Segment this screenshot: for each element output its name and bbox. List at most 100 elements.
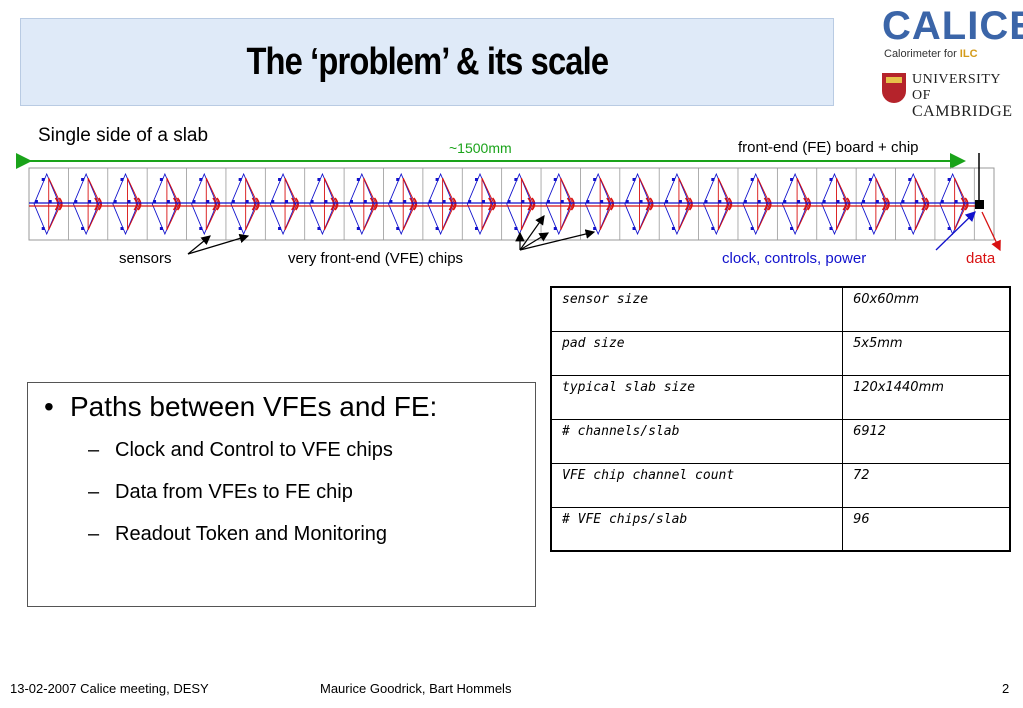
data-bracket <box>925 197 930 211</box>
vfe-chip <box>783 200 787 203</box>
calice-sub-prefix: Calorimeter for <box>884 48 960 60</box>
fe-chip <box>975 200 984 209</box>
cambridge-shield-icon <box>882 73 906 103</box>
calice-logo: CALICE Calorimeter for ILC <box>880 2 1023 64</box>
calice-sub-ilc: ILC <box>959 48 978 60</box>
sensor-pad-outline <box>860 172 887 236</box>
sensor-pad-outline <box>112 172 139 236</box>
vfe-pointer-3 <box>519 232 550 251</box>
vfe-chip <box>947 178 951 181</box>
sensor-pad-outline <box>230 172 257 236</box>
vfe-chip <box>356 178 360 181</box>
vfe-chip <box>120 178 124 181</box>
sensor-pointer-2 <box>187 233 250 255</box>
cambridge-logo: UNIVERSITY OF CAMBRIDGE <box>880 72 1020 120</box>
vfe-chip <box>940 200 944 203</box>
vfe-chip <box>836 200 840 203</box>
spec-value: 6912 <box>841 418 1011 464</box>
vfe-chip <box>908 227 912 230</box>
sensor-data-path <box>875 177 889 231</box>
data-bracket <box>763 197 768 211</box>
sensor-data-path <box>599 177 613 231</box>
vfe-chip <box>113 200 117 203</box>
data-bracket <box>803 197 808 211</box>
vfe-chip <box>875 200 879 203</box>
vfe-chip <box>81 227 85 230</box>
vfe-chip <box>192 200 196 203</box>
spec-key: sensor size <box>550 286 843 332</box>
vfe-chip <box>757 200 761 203</box>
sensor-pad-outline <box>348 172 375 236</box>
vfe-chip <box>153 200 157 203</box>
data-bracket <box>885 197 890 211</box>
vfe-chip <box>711 227 715 230</box>
spec-value: 60x60mm <box>841 286 1011 332</box>
sensor-pad-outline <box>585 172 612 236</box>
sensor-pad-outline <box>545 172 572 236</box>
vfe-chip <box>435 178 439 181</box>
vfe-chip <box>901 200 905 203</box>
vfe-chip <box>665 200 669 203</box>
vfe-chip <box>947 227 951 230</box>
vfe-chip <box>546 200 550 203</box>
data-bracket <box>531 197 536 211</box>
sensor-data-path <box>87 177 101 231</box>
data-label: data <box>966 250 996 267</box>
vfe-chip <box>632 178 636 181</box>
vfe-chip <box>553 227 557 230</box>
vfe-chip <box>829 227 833 230</box>
data-bracket <box>137 197 142 211</box>
data-bracket <box>767 197 772 211</box>
spec-value: 5x5mm <box>841 330 1011 376</box>
spec-key: # VFE chips/slab <box>550 506 843 552</box>
slab-caption: Single side of a slab <box>38 125 209 146</box>
sensor-pad-outline <box>821 172 848 236</box>
sensor-data-path <box>48 177 62 231</box>
vfe-chip <box>671 227 675 230</box>
vfe-chip <box>639 200 643 203</box>
vfe-chip <box>159 178 163 181</box>
footer-date-venue: 13-02-2007 Calice meeting, DESY <box>10 681 209 696</box>
sensor-data-path <box>127 177 141 231</box>
vfe-chip <box>481 200 485 203</box>
length-label: ~1500mm <box>449 140 512 156</box>
title-banner: The ‘problem’ & its scale <box>20 18 834 106</box>
data-bracket <box>334 197 339 211</box>
sensor-pad-outline <box>663 172 691 236</box>
vfe-chip <box>285 200 289 203</box>
calice-logo-word: CALICE <box>882 4 1023 48</box>
vfe-chip <box>278 227 282 230</box>
dash-icon: – <box>88 439 100 461</box>
vfe-chip <box>127 200 131 203</box>
sensor-data-path <box>481 177 495 231</box>
vfe-chip <box>560 200 564 203</box>
sensor-pad-outline <box>742 172 769 236</box>
data-bracket <box>807 197 811 211</box>
data-bracket <box>728 197 733 211</box>
sensor-pad-outline <box>388 172 415 236</box>
vfe-chip <box>81 178 85 181</box>
data-bracket <box>413 197 418 211</box>
vfe-chip <box>593 178 597 181</box>
data-bracket <box>881 197 886 211</box>
data-bracket <box>176 197 181 211</box>
vfe-chip <box>507 200 511 203</box>
vfe-chip <box>704 200 708 203</box>
vfe-chip <box>954 200 958 203</box>
data-bracket <box>846 197 851 211</box>
cambridge-line-1: UNIVERSITY OF <box>912 72 1001 103</box>
clock-label: clock, controls, power <box>722 250 867 267</box>
sensor-data-path <box>836 177 850 231</box>
vfe-pointer-4 <box>519 229 596 251</box>
data-bracket <box>606 197 611 211</box>
data-bracket <box>172 197 177 211</box>
vfe-chip <box>389 200 393 203</box>
sensor-pointer-1 <box>187 235 211 255</box>
sensor-data-path <box>717 177 731 231</box>
sensor-pad-outline <box>427 172 454 236</box>
